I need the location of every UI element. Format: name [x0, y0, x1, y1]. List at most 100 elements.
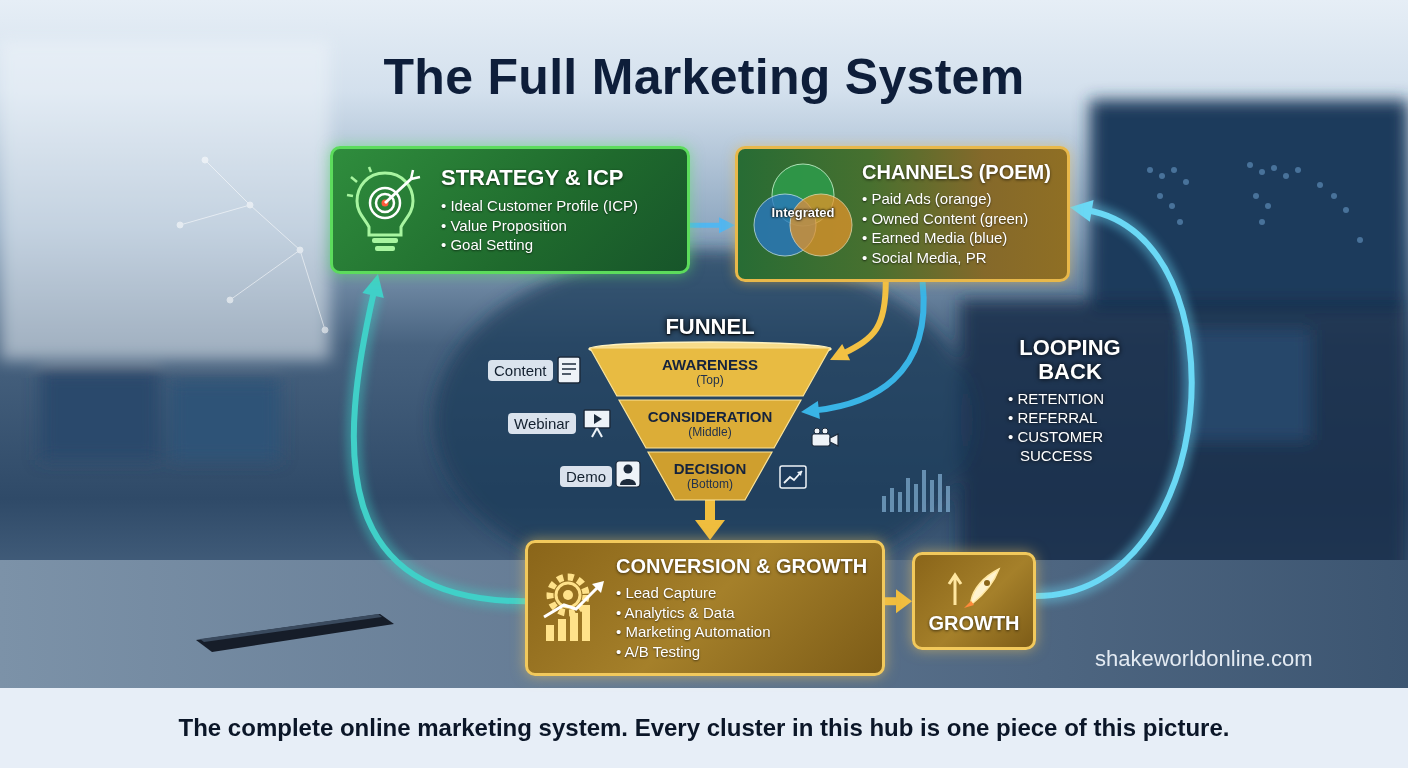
gear-chart-icon-part: [582, 605, 590, 641]
connector-line: [815, 282, 923, 410]
node-heading: CHANNELS (POEM): [862, 161, 1057, 184]
rocket-icon-part: [984, 580, 990, 586]
world-map-dots-part: [1271, 165, 1277, 171]
network-lines-part: [227, 297, 233, 303]
band-fill: [619, 400, 801, 448]
camera-icon-part: [812, 434, 830, 446]
node-text: • Owned Content (green): [862, 209, 1057, 229]
arrow-head: [719, 217, 735, 233]
person-icon-part: [620, 479, 636, 485]
webinar-icon: [584, 410, 610, 437]
tablet-part: [200, 614, 382, 642]
network-lines-part: [180, 205, 250, 225]
network-lines-part: [177, 222, 183, 228]
background-bars-part: [914, 484, 918, 512]
camera-icon-part: [822, 428, 828, 434]
background-bars-part: [882, 496, 886, 512]
diagram-caption: The complete online marketing system. Ev…: [0, 688, 1408, 768]
node-heading: DECISION: [674, 460, 747, 477]
world-map-dots-part: [1295, 167, 1301, 173]
node-text: (Middle): [688, 426, 731, 440]
document-icon: [558, 357, 580, 383]
background-bars-part: [906, 478, 910, 512]
connector-line: [690, 223, 722, 228]
world-map-dots-part: [1183, 179, 1189, 185]
node-text: • Lead Capture: [616, 583, 872, 603]
background-bars-part: [898, 492, 902, 512]
gear-chart-icon-part: [546, 625, 554, 641]
chart-icon: [780, 466, 806, 488]
background-bars: [882, 470, 950, 512]
conversion-box: CONVERSION & GROWTH• Lead Capture• Analy…: [525, 540, 885, 676]
node-text: • Marketing Automation: [616, 622, 872, 642]
connector: [354, 274, 525, 601]
background-bars-part: [946, 486, 950, 512]
connector: [885, 589, 912, 613]
document-icon-part: [562, 363, 576, 365]
band-fill: [590, 348, 830, 396]
watermark: shakeworldonline.com: [1095, 646, 1313, 672]
world-map-dots-part: [1317, 182, 1323, 188]
side-label: Content: [488, 360, 553, 381]
node-text: • Goal Setting: [441, 235, 677, 255]
connector: [695, 500, 725, 540]
gear-chart-icon-part: [563, 590, 573, 600]
loop-group: LOOPING BACK• RETENTION• REFERRAL• CUSTO…: [998, 336, 1142, 465]
network-lines-part: [300, 250, 325, 330]
network-lines-part: [322, 327, 328, 333]
person-icon-part: [624, 465, 633, 474]
network-lines-part: [205, 160, 250, 205]
node-text: • Ideal Customer Profile (ICP): [441, 196, 677, 216]
world-map-dots-part: [1343, 207, 1349, 213]
node-heading: CONSIDERATION: [648, 408, 773, 425]
connector-glow: [354, 291, 525, 601]
world-map-dots-part: [1265, 203, 1271, 209]
gear-chart-icon-part: [558, 619, 566, 641]
funnel: FUNNELAWARENESS(Top)CONSIDERATION(Middle…: [580, 312, 840, 508]
webinar-icon-part: [597, 428, 602, 437]
band-fill: [648, 452, 772, 500]
network-lines-part: [202, 157, 208, 163]
gear-chart-icon-part: [544, 585, 600, 617]
rocket-icon-part: [971, 569, 999, 603]
world-map-dots-part: [1357, 237, 1363, 243]
gear-chart-icon-part: [570, 613, 578, 641]
loop-item: • RETENTION: [998, 390, 1142, 409]
node-text: (Bottom): [687, 478, 733, 492]
lightbulb-target-icon-part: [375, 246, 395, 251]
tablet: [196, 614, 394, 652]
lightbulb-target-icon-part: [372, 238, 398, 243]
blurred-office-part: [40, 370, 160, 460]
lightbulb-target-icon-part: [347, 195, 353, 196]
venn-circles-part: [790, 194, 852, 256]
background-bars-part: [890, 488, 894, 512]
arrow-head: [830, 344, 850, 360]
node-text: • Earned Media (blue): [862, 228, 1057, 248]
webinar-icon-part: [584, 410, 610, 428]
document-icon-part: [562, 373, 571, 375]
network-lines: [177, 157, 328, 333]
background-bars-part: [930, 480, 934, 512]
camera-icon: [812, 428, 838, 446]
connector-line: [354, 291, 525, 601]
side-label: Demo: [560, 466, 612, 487]
node-text: (Top): [696, 374, 723, 388]
node-text: • Paid Ads (orange): [862, 189, 1057, 209]
tablet-part: [196, 614, 394, 652]
world-map-dots: [1147, 162, 1363, 243]
lightbulb-target-icon: [345, 165, 425, 260]
camera-icon-part: [814, 428, 820, 434]
webinar-icon-part: [594, 414, 602, 424]
chart-icon-part: [797, 471, 802, 476]
chart-icon-part: [784, 471, 802, 483]
blurred-office-part: [0, 40, 330, 360]
world-map-dots-part: [1157, 193, 1163, 199]
node-heading: STRATEGY & ICP: [441, 165, 677, 191]
lightbulb-target-icon-part: [351, 177, 357, 182]
node-text: • Analytics & Data: [616, 603, 872, 623]
rocket-icon: [947, 563, 1003, 609]
lightbulb-target-icon-part: [369, 167, 371, 172]
chart-icon-part: [780, 466, 806, 488]
loop-item: • CUSTOMER SUCCESS: [998, 428, 1142, 466]
